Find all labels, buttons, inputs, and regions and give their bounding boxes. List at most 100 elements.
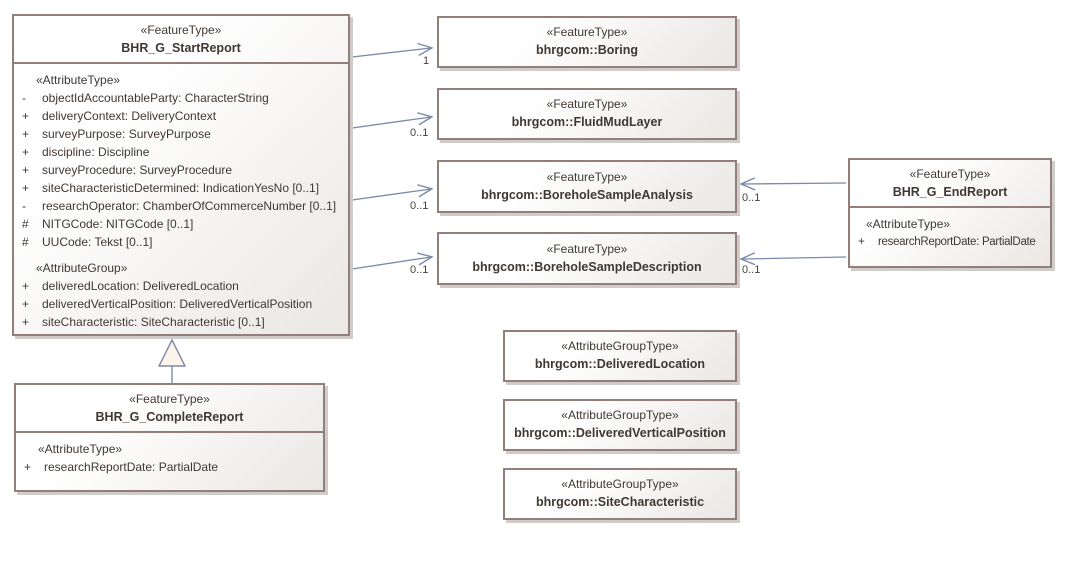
stereotype-label: «AttributeGroupType» <box>561 477 679 491</box>
attribute-row: - researchOperator: ChamberOfCommerceNumb… <box>20 197 344 215</box>
visibility-symbol: + <box>22 109 30 123</box>
visibility-symbol: + <box>22 315 30 329</box>
attribute-text: NITGCode: NITGCode [0..1] <box>42 217 194 231</box>
attributes-compartment: «AttributeType» + researchReportDate: Par… <box>16 431 323 480</box>
association-startreport-boring <box>351 48 431 58</box>
stereotype-label: «FeatureType» <box>546 97 628 111</box>
class-title: «FeatureType» BHR_G_CompleteReport <box>16 385 323 431</box>
multiplicity-label: 0..1 <box>410 200 429 212</box>
visibility-symbol: # <box>22 235 29 249</box>
stereotype-label: «FeatureType» <box>546 25 628 39</box>
visibility-symbol: + <box>22 279 30 293</box>
attribute-row: + surveyPurpose: SurveyPurpose <box>20 125 344 143</box>
visibility-symbol: + <box>22 145 30 159</box>
multiplicity-label: 0..1 <box>742 264 761 276</box>
generalization-completereport-startreport <box>157 338 187 383</box>
attribute-type-header: «AttributeType» <box>36 73 121 87</box>
visibility-symbol: + <box>858 236 865 248</box>
association-endreport-boreholesampleanalysis <box>742 183 847 184</box>
attribute-row: +deliveredVerticalPosition: DeliveredVer… <box>20 295 344 313</box>
class-name: bhrgcom::Boring <box>535 43 639 57</box>
class-bhrgcom-boreholesampledescription[interactable]: «FeatureType» bhrgcom::BoreholeSampleDes… <box>437 232 737 285</box>
class-name: bhrgcom::BoreholeSampleAnalysis <box>481 187 693 202</box>
class-bhr-g-startreport[interactable]: «FeatureType» BHR_G_StartReport «Attribu… <box>12 14 350 336</box>
class-bhrgcom-deliveredverticalposition[interactable]: «AttributeGroupType» bhrgcom::DeliveredV… <box>503 399 737 451</box>
stereotype-label: «FeatureType» <box>140 23 222 37</box>
attribute-text: siteCharacteristic: SiteCharacteristic [… <box>42 315 265 329</box>
attribute-text: deliveryContext: DeliveryContext <box>42 109 217 123</box>
attribute-text: objectIdAccountableParty: CharacterStrin… <box>42 91 269 105</box>
attribute-text: researchReportDate: PartialDate <box>878 236 1036 248</box>
attribute-row: # NITGCode: NITGCode [0..1] <box>20 215 344 233</box>
attributes-compartment: «AttributeType» + researchReportDate: Par… <box>850 206 1050 255</box>
stereotype-label: «FeatureType» <box>909 167 991 181</box>
association-startreport-boreholesampleanalysis <box>351 189 431 201</box>
attribute-row: + discipline: Discipline <box>20 143 344 161</box>
attribute-row: - objectIdAccountableParty: CharacterStri… <box>20 89 344 107</box>
attribute-row: # UUCode: Tekst [0..1] <box>20 233 344 251</box>
attribute-row: + researchReportDate: PartialDate <box>22 458 319 476</box>
attribute-row: + researchReportDate: PartialDate <box>856 233 1046 251</box>
class-name: BHR_G_StartReport <box>121 41 241 55</box>
class-name: bhrgcom::DeliveredVerticalPosition <box>514 426 726 440</box>
visibility-symbol: # <box>22 217 29 231</box>
class-bhrgcom-boring[interactable]: «FeatureType» bhrgcom::Boring <box>437 16 737 68</box>
multiplicity-label: 0..1 <box>410 127 429 139</box>
attribute-text: deliveredVerticalPosition: DeliveredVert… <box>42 297 313 311</box>
class-title: «FeatureType» BHR_G_StartReport <box>14 16 348 62</box>
visibility-symbol: - <box>22 91 26 105</box>
class-title: «FeatureType» bhrgcom::FluidMudLayer <box>439 97 735 131</box>
attribute-text: discipline: Discipline <box>42 145 150 159</box>
class-title: «AttributeGroupType» bhrgcom::SiteCharac… <box>505 477 735 511</box>
visibility-symbol: + <box>22 181 30 195</box>
class-title: «FeatureType» BHR_G_EndReport <box>850 160 1050 206</box>
attribute-text: surveyProcedure: SurveyProcedure <box>42 163 233 177</box>
class-name: BHR_G_CompleteReport <box>95 410 244 424</box>
class-bhr-g-endreport[interactable]: «FeatureType» BHR_G_EndReport «Attribute… <box>848 158 1052 268</box>
attribute-type-header: «AttributeType» <box>38 442 123 456</box>
attribute-text: deliveredLocation: DeliveredLocation <box>42 279 239 293</box>
class-name: bhrgcom::SiteCharacteristic <box>535 495 705 509</box>
attribute-text: researchOperator: ChamberOfCommerceNumbe… <box>42 199 337 213</box>
association-endreport-boreholesampledescription <box>742 257 847 259</box>
multiplicity-label: 0..1 <box>742 192 761 204</box>
class-name: bhrgcom::FluidMudLayer <box>511 115 663 129</box>
stereotype-label: «AttributeGroupType» <box>561 408 679 422</box>
class-bhrgcom-sitecharacteristic[interactable]: «AttributeGroupType» bhrgcom::SiteCharac… <box>503 468 737 520</box>
class-name: BHR_G_EndReport <box>892 185 1008 199</box>
visibility-symbol: + <box>24 460 32 474</box>
visibility-symbol: + <box>22 163 30 177</box>
class-title: «FeatureType» bhrgcom::Boring <box>439 25 735 59</box>
attribute-text: UUCode: Tekst [0..1] <box>42 235 153 249</box>
attribute-row: + deliveryContext: DeliveryContext <box>20 107 344 125</box>
multiplicity-label: 0..1 <box>410 264 429 276</box>
stereotype-label: «FeatureType» <box>546 169 628 184</box>
visibility-symbol: + <box>22 127 30 141</box>
attribute-row: + surveyProcedure: SurveyProcedure <box>20 161 344 179</box>
attribute-group-header: «AttributeGroup» <box>36 261 128 275</box>
attribute-row: + deliveredLocation: DeliveredLocation <box>20 277 344 295</box>
class-name: bhrgcom::BoreholeSampleDescription <box>472 259 702 274</box>
stereotype-label: «FeatureType» <box>129 392 210 406</box>
generalization-triangle-icon <box>157 338 187 367</box>
attribute-type-header: «AttributeType» <box>866 217 951 231</box>
attribute-row: + siteCharacteristicDetermined: Indicatio… <box>20 179 344 197</box>
stereotype-label: «FeatureType» <box>546 241 628 256</box>
class-bhrgcom-boreholesampleanalysis[interactable]: «FeatureType» bhrgcom::BoreholeSampleAna… <box>437 160 737 213</box>
visibility-symbol: - <box>22 199 26 213</box>
attribute-text: surveyPurpose: SurveyPurpose <box>42 127 211 141</box>
class-title: «AttributeGroupType» bhrgcom::DeliveredL… <box>505 339 735 373</box>
class-title: «FeatureType» bhrgcom::BoreholeSampleDes… <box>439 242 735 276</box>
class-name: bhrgcom::DeliveredLocation <box>534 357 706 371</box>
class-title: «AttributeGroupType» bhrgcom::DeliveredV… <box>505 408 735 442</box>
attributes-compartment: «AttributeType» - objectIdAccountablePart… <box>14 62 348 335</box>
stereotype-label: «AttributeGroupType» <box>561 339 679 353</box>
class-bhrgcom-fluidmudlayer[interactable]: «FeatureType» bhrgcom::FluidMudLayer <box>437 88 737 140</box>
attribute-row: + siteCharacteristic: SiteCharacteristic … <box>20 313 344 331</box>
attribute-text: researchReportDate: PartialDate <box>44 460 219 474</box>
attribute-text: siteCharacteristicDetermined: Indication… <box>42 181 320 195</box>
class-title: «FeatureType» bhrgcom::BoreholeSampleAna… <box>439 170 735 204</box>
class-bhr-g-completereport[interactable]: «FeatureType» BHR_G_CompleteReport «Attr… <box>14 383 325 492</box>
class-bhrgcom-deliveredlocation[interactable]: «AttributeGroupType» bhrgcom::DeliveredL… <box>503 330 737 382</box>
